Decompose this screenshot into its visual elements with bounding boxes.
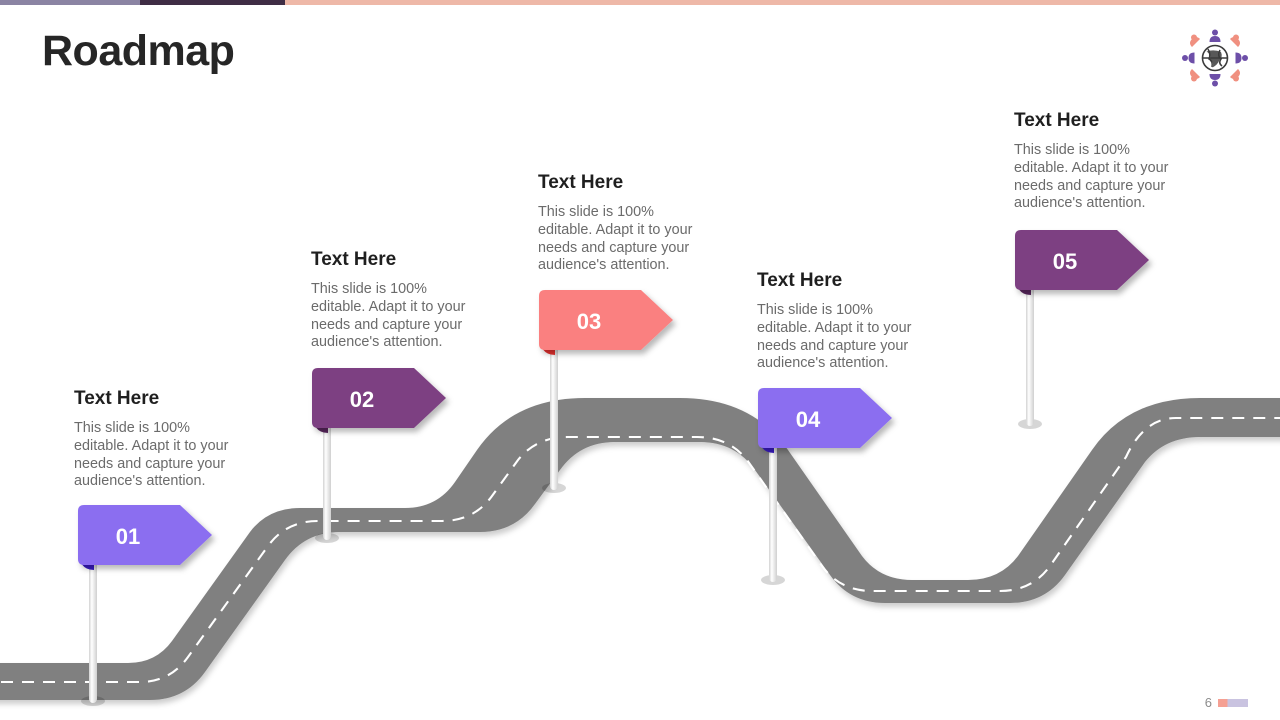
milestone-03-pole: [550, 336, 558, 490]
milestone-05-heading: Text Here: [1014, 110, 1100, 131]
milestone-03-flag[interactable]: 03: [523, 288, 683, 518]
milestone-02-banner: [312, 368, 446, 428]
milestone-01-banner: [78, 505, 212, 565]
milestone-04-heading: Text Here: [757, 270, 843, 291]
milestone-02-number: 02: [350, 387, 374, 412]
milestone-02-flag[interactable]: 02: [296, 366, 456, 596]
milestone-03-heading: Text Here: [538, 172, 624, 193]
milestone-01-heading: Text Here: [74, 388, 160, 409]
milestone-05-number: 05: [1053, 249, 1077, 274]
globe-people-logo-icon: [1178, 26, 1252, 90]
top-accent-bar: [0, 0, 1280, 5]
road-center-line: [0, 416, 1280, 684]
milestone-04[interactable]: Text Here This slide is 100% editable. A…: [757, 270, 917, 373]
milestone-04-body: This slide is 100% editable. Adapt it to…: [757, 301, 912, 372]
milestone-02-body: This slide is 100% editable. Adapt it to…: [311, 280, 466, 351]
milestone-04-pole: [769, 434, 777, 582]
accent-segment-deep-plum: [140, 0, 285, 5]
milestone-03-banner: [539, 290, 673, 350]
accent-segment-soft-salmon: [285, 0, 1280, 5]
milestone-03-body: This slide is 100% editable. Adapt it to…: [538, 203, 693, 274]
milestone-01[interactable]: Text Here This slide is 100% editable. A…: [74, 388, 234, 491]
milestone-01-number: 01: [116, 524, 140, 549]
page-title: Roadmap: [42, 27, 235, 75]
page-number-footer: 6: [1205, 695, 1248, 710]
milestone-05-body: This slide is 100% editable. Adapt it to…: [1014, 141, 1169, 212]
milestone-04-flag[interactable]: 04: [742, 386, 902, 616]
milestone-01-flag[interactable]: 01: [62, 503, 222, 720]
milestone-02-heading: Text Here: [311, 249, 397, 270]
milestone-03-number: 03: [577, 309, 601, 334]
milestone-05-pole: [1026, 276, 1034, 426]
milestone-01-pole: [89, 551, 97, 703]
milestone-05-flag[interactable]: 05: [999, 228, 1159, 458]
milestone-01-body: This slide is 100% editable. Adapt it to…: [74, 419, 229, 490]
milestone-04-banner: [758, 388, 892, 448]
accent-segment-muted-purple: [0, 0, 140, 5]
milestone-05[interactable]: Text Here This slide is 100% editable. A…: [1014, 110, 1174, 213]
milestone-04-number: 04: [796, 407, 821, 432]
milestone-03[interactable]: Text Here This slide is 100% editable. A…: [538, 172, 698, 275]
milestone-02-pole: [323, 414, 331, 540]
milestone-05-banner: [1015, 230, 1149, 290]
milestone-02[interactable]: Text Here This slide is 100% editable. A…: [311, 249, 471, 352]
footer-accent-chip: [1218, 698, 1248, 707]
road-surface: [0, 398, 1280, 700]
page-number: 6: [1204, 695, 1212, 710]
